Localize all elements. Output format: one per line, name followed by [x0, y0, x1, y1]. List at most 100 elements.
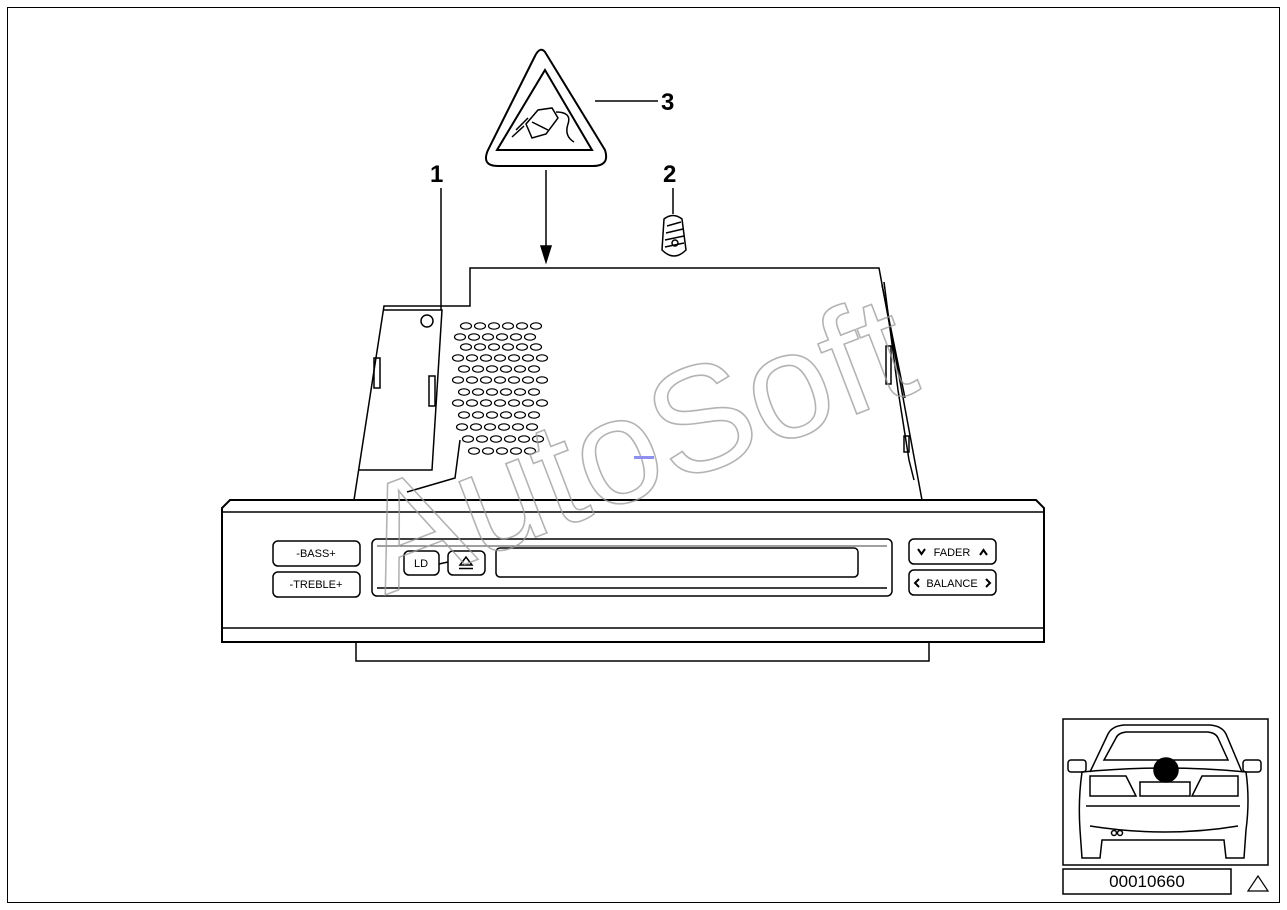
vent-hole: [457, 365, 471, 373]
svg-text:-BASS+: -BASS+: [296, 548, 335, 560]
vent-hole: [513, 388, 527, 396]
warning-triangle-plug-icon: [485, 48, 608, 167]
vent-hole: [499, 388, 513, 396]
vent-hole: [521, 399, 535, 407]
callout-2: 2: [663, 161, 676, 188]
blue-mark: [634, 456, 654, 459]
svg-text:FADER: FADER: [934, 547, 971, 559]
bass-button[interactable]: -BASS+: [272, 540, 361, 567]
vent-hole: [523, 333, 537, 341]
vent-hole: [479, 399, 493, 407]
vent-hole: [527, 365, 541, 373]
eject-icon: [458, 555, 474, 570]
svg-text:BALANCE: BALANCE: [926, 578, 977, 590]
vent-hole: [509, 447, 523, 455]
vent-hole: [465, 354, 479, 362]
vent-hole: [473, 343, 487, 351]
vent-hole: [523, 447, 537, 455]
vent-hole: [483, 423, 497, 431]
vent-hole: [471, 388, 485, 396]
vent-hole: [451, 354, 465, 362]
vent-hole: [503, 435, 517, 443]
vent-hole: [459, 343, 473, 351]
vent-hole: [473, 322, 487, 330]
vent-hole: [529, 322, 543, 330]
vent-hole: [507, 376, 521, 384]
vent-hole: [475, 435, 489, 443]
ventilation-holes: [451, 322, 549, 455]
vent-hole: [497, 423, 511, 431]
vent-hole: [509, 333, 523, 341]
vent-hole: [515, 322, 529, 330]
location-marker: [1153, 757, 1179, 783]
vent-hole: [479, 354, 493, 362]
vent-hole: [465, 399, 479, 407]
vent-hole: [527, 388, 541, 396]
vent-hole: [485, 411, 499, 419]
diagram-frame: [7, 7, 1280, 903]
ld-button[interactable]: LD: [403, 550, 440, 576]
vent-hole: [479, 376, 493, 384]
vent-hole: [521, 354, 535, 362]
vehicle-location-inset: [1062, 718, 1269, 866]
vent-hole: [469, 423, 483, 431]
watermark: AutoSoft: [335, 261, 934, 626]
vent-hole: [511, 423, 525, 431]
vent-hole: [513, 411, 527, 419]
svg-text:-TREBLE+: -TREBLE+: [290, 579, 343, 591]
vent-hole: [467, 333, 481, 341]
fader-button[interactable]: FADER: [908, 538, 997, 565]
vent-hole: [499, 411, 513, 419]
vent-hole: [489, 435, 503, 443]
vent-hole: [529, 343, 543, 351]
vent-hole: [471, 365, 485, 373]
chevron-up-icon: [979, 548, 988, 556]
vent-hole: [487, 322, 501, 330]
vent-hole: [485, 388, 499, 396]
radio-front-panel: [221, 499, 1045, 662]
vent-hole: [453, 333, 467, 341]
vent-hole: [527, 411, 541, 419]
balance-button[interactable]: BALANCE: [908, 569, 997, 596]
chevron-right-icon: [985, 578, 992, 588]
vent-hole: [481, 447, 495, 455]
vent-hole: [535, 376, 549, 384]
vent-hole: [493, 399, 507, 407]
screw-icon: [661, 214, 687, 257]
vent-hole: [531, 435, 545, 443]
vent-hole: [461, 435, 475, 443]
vent-hole: [521, 376, 535, 384]
vent-hole: [455, 423, 469, 431]
triangle-icon: [1246, 874, 1270, 892]
vent-hole: [517, 435, 531, 443]
reference-number: 00010660: [1109, 872, 1185, 891]
vent-hole: [451, 376, 465, 384]
vent-hole: [525, 423, 539, 431]
vent-hole: [467, 447, 481, 455]
vent-hole: [451, 399, 465, 407]
vent-hole: [501, 343, 515, 351]
vent-hole: [459, 322, 473, 330]
vent-hole: [515, 343, 529, 351]
vent-hole: [457, 388, 471, 396]
vent-hole: [481, 333, 495, 341]
vent-hole: [495, 333, 509, 341]
chevron-left-icon: [913, 578, 920, 588]
callout-3: 3: [661, 89, 674, 116]
vent-hole: [485, 365, 499, 373]
vent-hole: [465, 376, 479, 384]
vent-hole: [535, 399, 549, 407]
treble-button[interactable]: -TREBLE+: [272, 571, 361, 598]
chevron-down-icon: [917, 548, 926, 556]
vent-hole: [471, 411, 485, 419]
radio-housing: [353, 267, 923, 501]
vent-hole: [513, 365, 527, 373]
vent-hole: [499, 365, 513, 373]
vent-hole: [487, 343, 501, 351]
svg-text:AutoSoft: AutoSoft: [336, 262, 933, 625]
eject-button[interactable]: [447, 550, 486, 576]
vent-hole: [457, 411, 471, 419]
vent-hole: [535, 354, 549, 362]
arrow-head: [539, 245, 553, 265]
